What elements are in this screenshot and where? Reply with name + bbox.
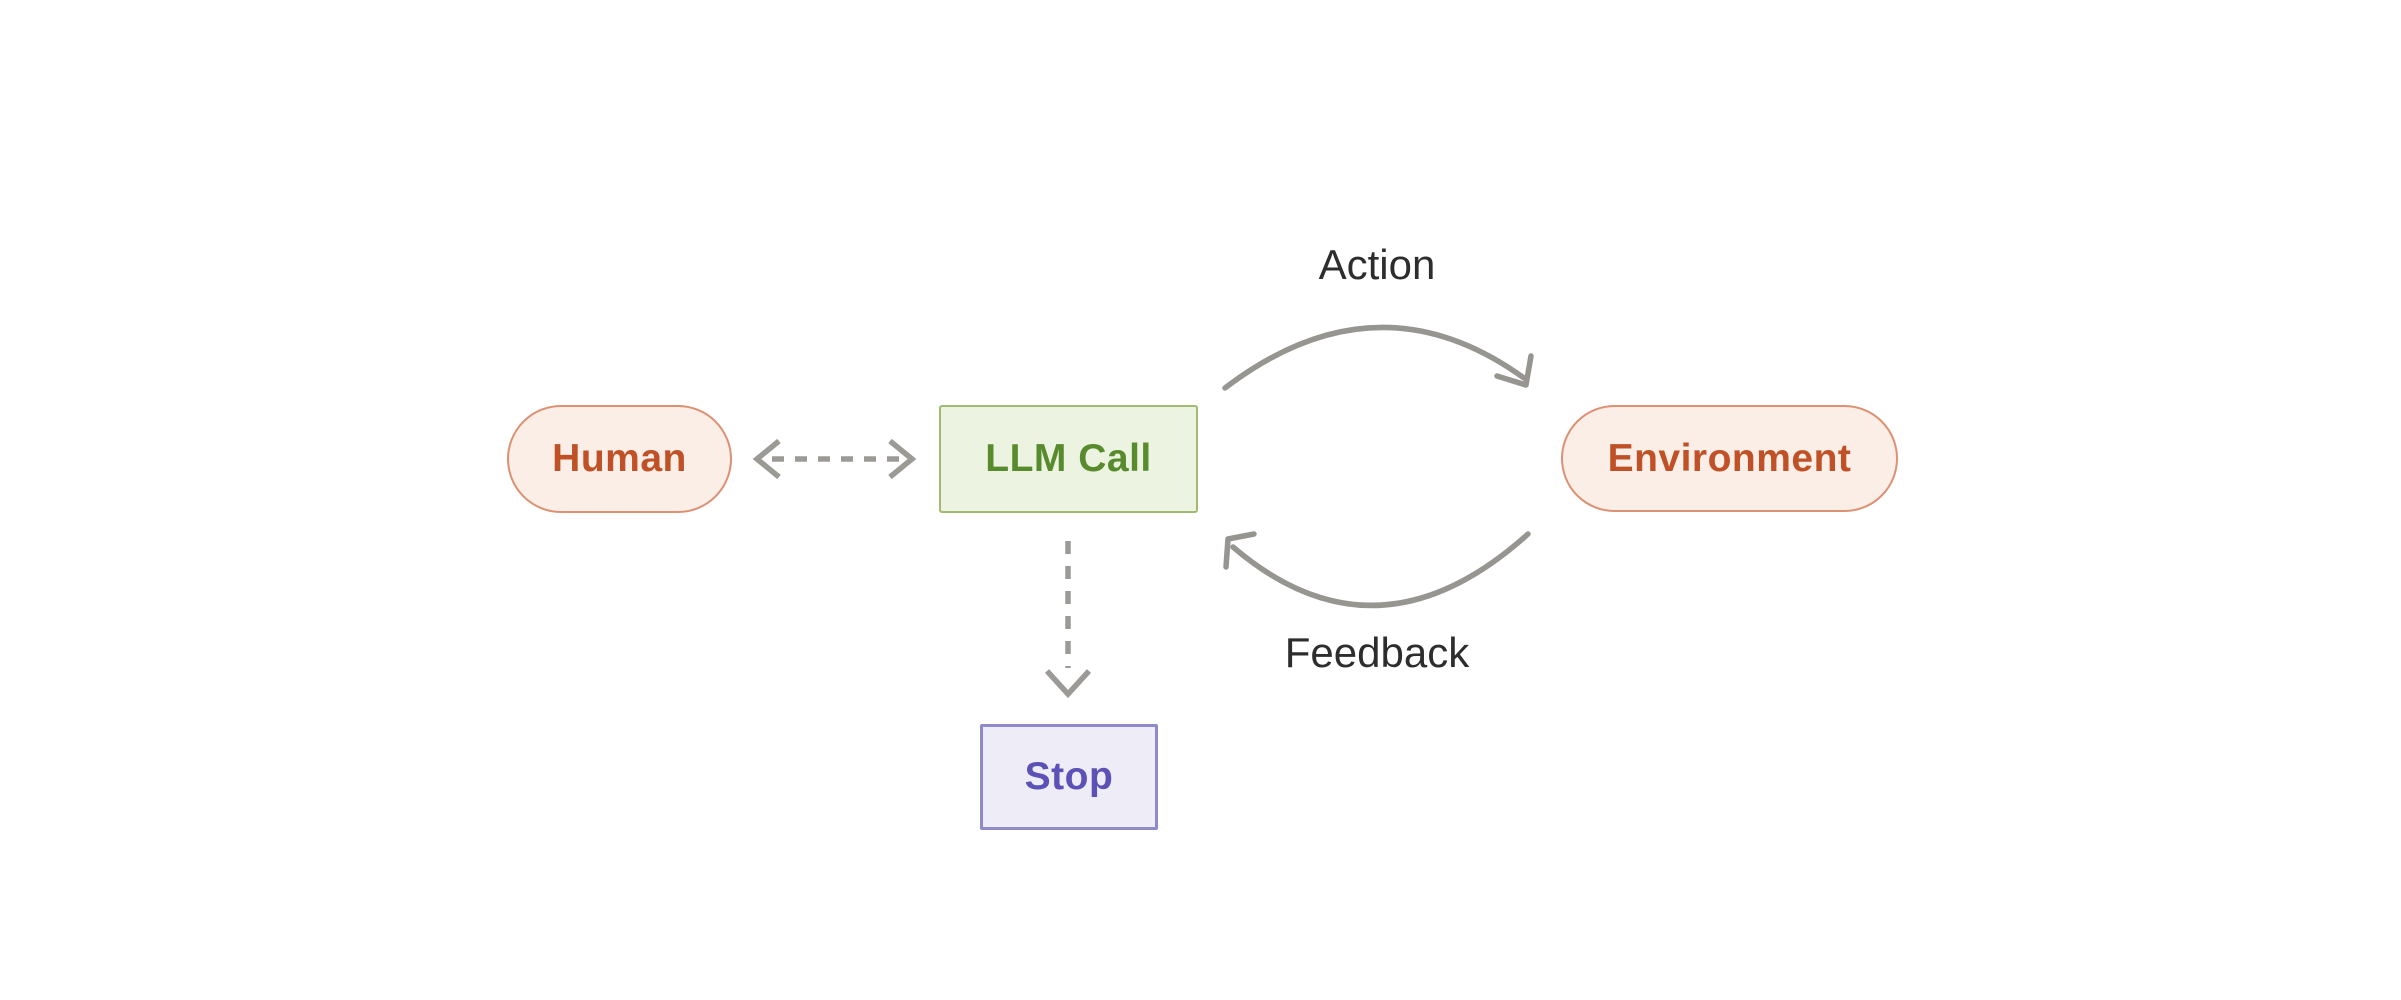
human-llm-dashed-arrow: [752, 438, 917, 480]
action-arrow: [1222, 324, 1534, 391]
action-edge-label: Action: [1318, 241, 1436, 288]
llm-stop-dashed-arrow: [1044, 541, 1092, 699]
node-human-label: Human: [552, 437, 687, 480]
node-llm-call-label: LLM Call: [985, 437, 1152, 480]
node-stop-label: Stop: [1024, 755, 1114, 798]
node-llm-call: LLM Call: [939, 405, 1198, 513]
feedback-edge-label: Feedback: [1284, 629, 1470, 676]
node-environment: Environment: [1561, 405, 1898, 512]
node-stop: Stop: [980, 724, 1158, 830]
node-environment-label: Environment: [1607, 436, 1852, 480]
node-human: Human: [507, 405, 732, 513]
feedback-arrow: [1223, 531, 1531, 609]
